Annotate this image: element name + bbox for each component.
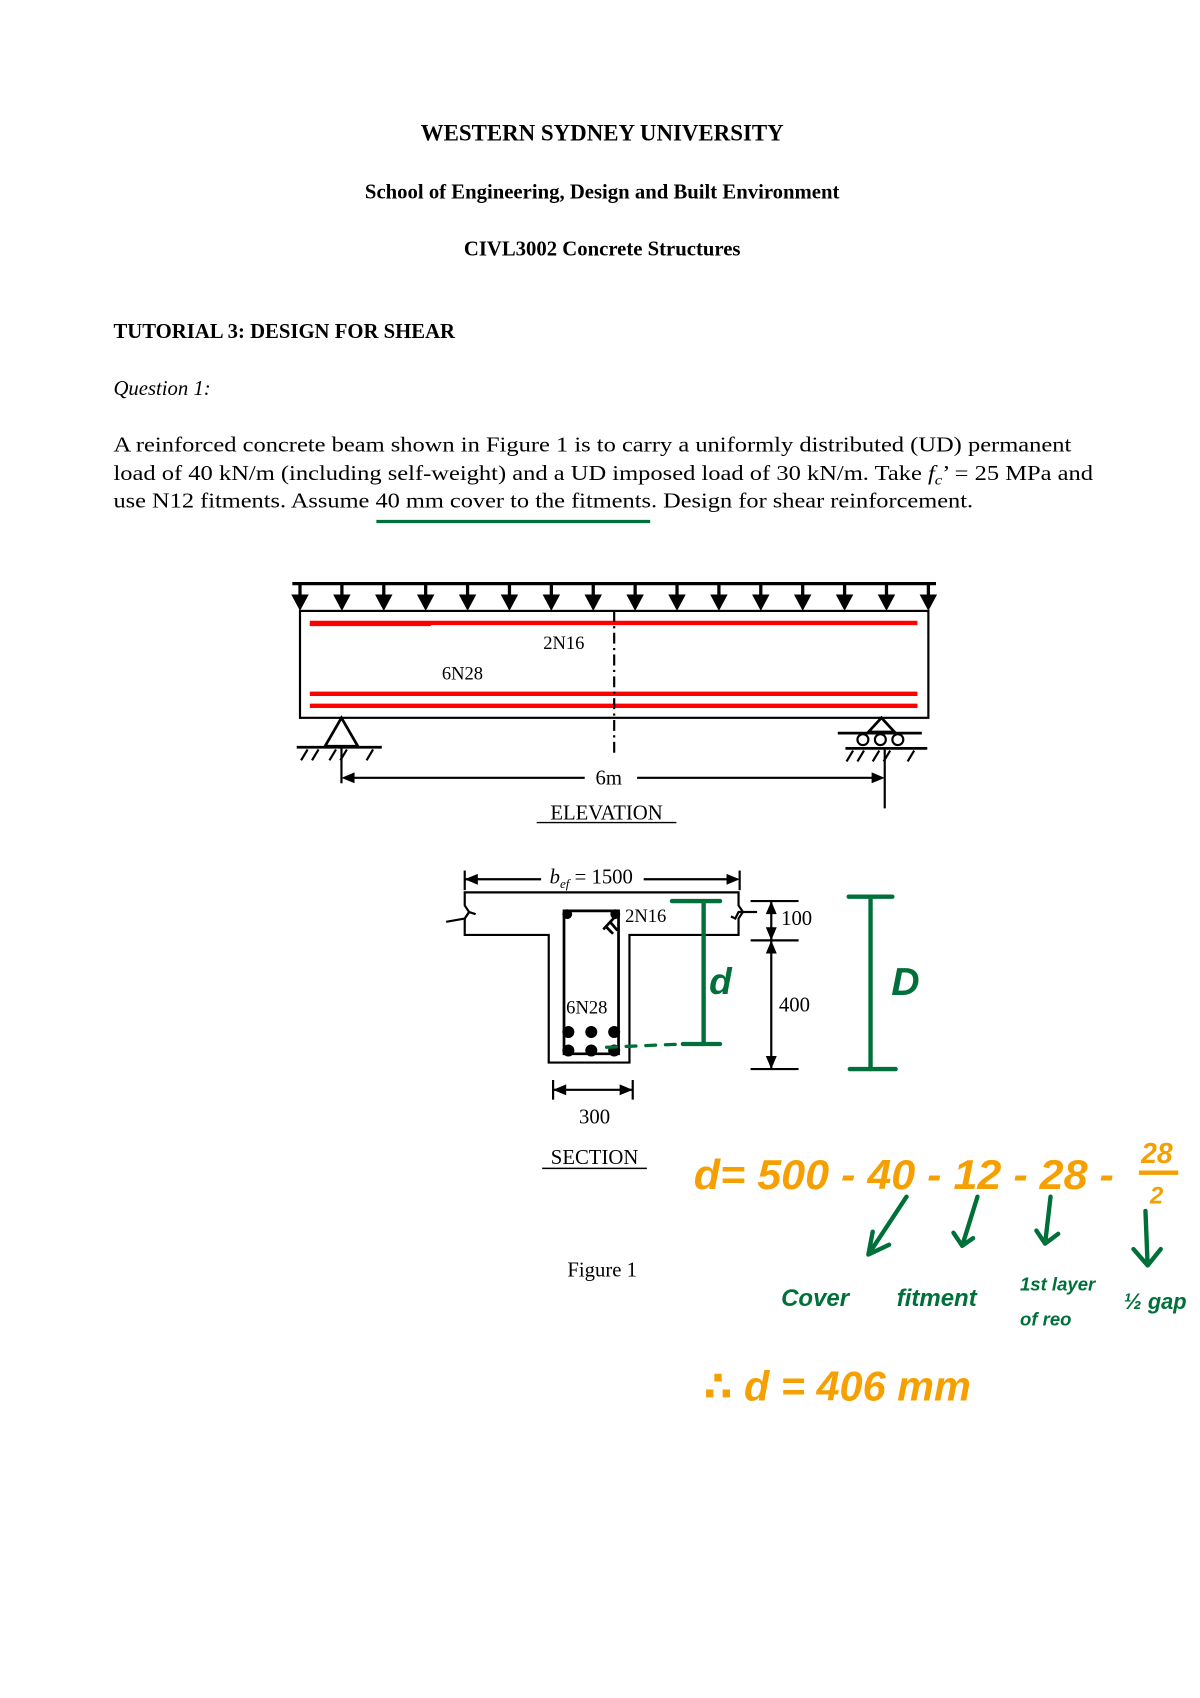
school-name: School of Engineering, Design and Built … xyxy=(365,182,840,204)
green-annotations xyxy=(604,894,898,1072)
D-annotation: D xyxy=(891,960,919,1004)
roller-support xyxy=(837,715,928,809)
load-arrow-icon xyxy=(542,583,561,611)
load-arrow-icon xyxy=(835,583,854,611)
load-arrow-icon xyxy=(416,583,435,611)
load-arrow-icon xyxy=(626,583,644,611)
span-dimension: 6m xyxy=(595,767,621,789)
label-of-reo: of reo xyxy=(1020,1308,1071,1329)
section-bottom-bars-label: 6N28 xyxy=(566,997,607,1018)
section-drawing: bef = 1500 2N16 6N28 100 400 300 SECTION xyxy=(445,867,812,1170)
pin-support xyxy=(296,715,382,784)
udl-load-arrows xyxy=(291,583,938,611)
load-arrow-icon xyxy=(584,583,602,611)
d-annotation: d xyxy=(709,960,733,1002)
load-arrow-icon xyxy=(793,583,812,611)
bottom-bars xyxy=(562,1026,621,1057)
label-half-gap: ½ gap xyxy=(1124,1289,1187,1314)
load-arrow-icon xyxy=(375,583,393,611)
tutorial-title: TUTORIAL 3: DESIGN FOR SHEAR xyxy=(113,321,456,343)
university-title: WESTERN SYDNEY UNIVERSITY xyxy=(421,121,784,146)
elevation-top-bars-label: 2N16 xyxy=(543,633,584,654)
elevation-drawing: 2N16 6N28 6m ELEVATION xyxy=(291,582,938,824)
load-arrow-icon xyxy=(500,583,519,611)
elevation-bottom-bars-label: 6N28 xyxy=(442,664,483,685)
label-1st-layer: 1st layer xyxy=(1020,1274,1097,1295)
section-top-bars-label: 2N16 xyxy=(625,906,666,927)
figure-caption: Figure 1 xyxy=(567,1259,637,1281)
d-equation: d= 500 - 40 - 12 - 28 - xyxy=(694,1151,1114,1198)
load-arrow-icon xyxy=(291,583,309,611)
green-pointer-arrows xyxy=(866,1194,1163,1268)
load-arrow-icon xyxy=(458,583,477,611)
effective-width-label: bef = 1500 xyxy=(550,867,633,891)
body-line-1: A reinforced concrete beam shown in Figu… xyxy=(113,435,1071,457)
question-label: Question 1: xyxy=(113,378,210,400)
course-name: CIVL3002 Concrete Structures xyxy=(464,238,741,260)
web-depth-label: 400 xyxy=(779,994,810,1016)
fraction-denominator: 2 xyxy=(1149,1182,1164,1209)
fraction-numerator: 28 xyxy=(1140,1138,1173,1170)
body-line-3: use N12 fitments. Assume 40 mm cover to … xyxy=(113,490,973,512)
web-width-label: 300 xyxy=(579,1107,610,1129)
load-arrow-icon xyxy=(333,583,351,611)
flange-depth-label: 100 xyxy=(781,908,812,930)
body-line-2: load of 40 kN/m (including self-weight) … xyxy=(113,463,1093,488)
load-arrow-icon xyxy=(877,583,896,611)
load-arrow-icon xyxy=(668,583,686,611)
label-fitment: fitment xyxy=(897,1285,978,1312)
load-arrow-icon xyxy=(919,583,938,611)
load-arrow-icon xyxy=(752,583,770,611)
d-result: ∴ d = 406 mm xyxy=(704,1363,971,1410)
label-cover: Cover xyxy=(781,1285,851,1312)
load-arrow-icon xyxy=(710,583,728,611)
elevation-caption: ELEVATION xyxy=(550,802,662,824)
section-caption: SECTION xyxy=(551,1147,639,1169)
